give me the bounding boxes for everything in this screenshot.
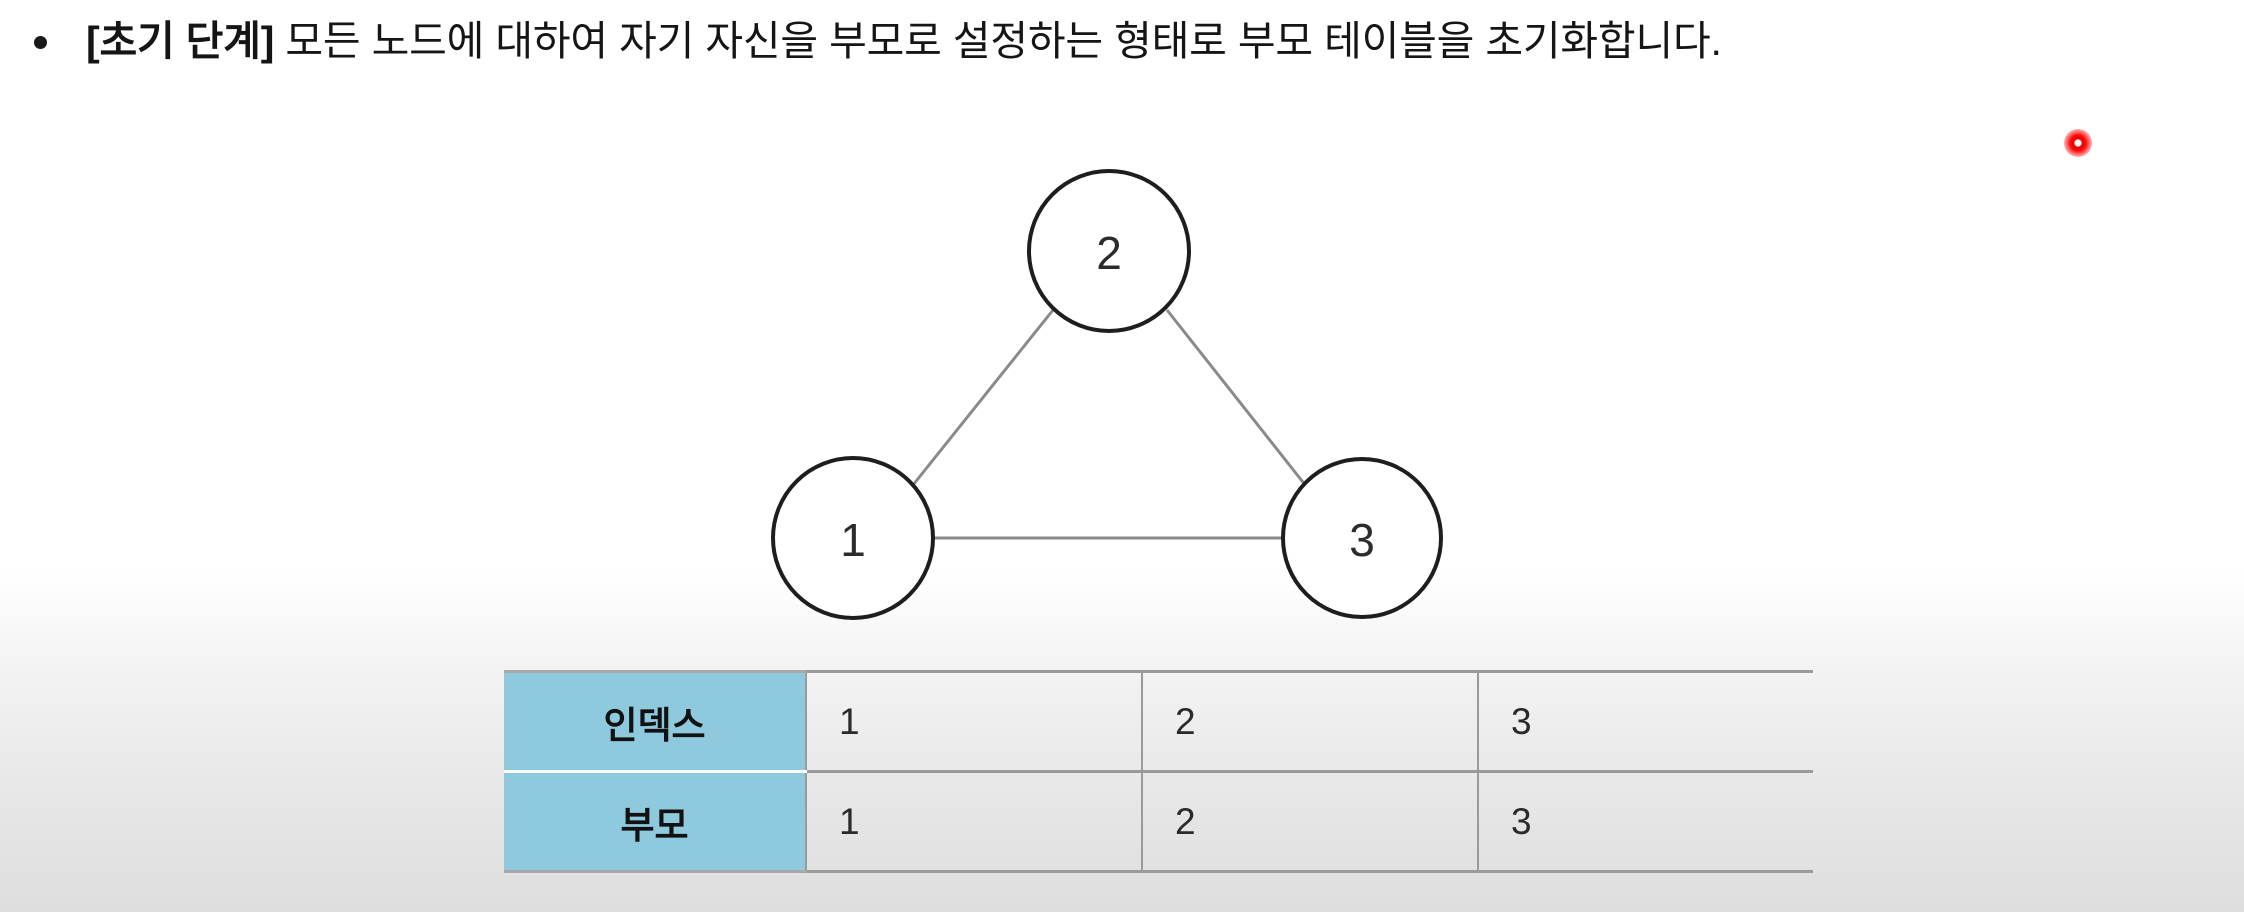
laser-pointer-icon — [2064, 129, 2092, 157]
table-cell-parent-3: 3 — [1477, 770, 1813, 873]
bullet-body-text: 모든 노드에 대하여 자기 자신을 부모로 설정하는 형태로 부모 테이블을 초… — [274, 18, 1722, 64]
table-row: 부모 1 2 3 — [504, 770, 1813, 873]
graph-node-2-label: 2 — [1096, 227, 1122, 279]
graph-node-3[interactable] — [1281, 457, 1443, 619]
parent-table: 인덱스 1 2 3 부모 1 2 3 — [504, 670, 1813, 873]
table-rowheader-parent: 부모 — [504, 770, 806, 873]
graph-edge-1-2 — [911, 309, 1055, 486]
graph-node-1-label: 1 — [840, 514, 866, 566]
bullet-line: [초기 단계] 모든 노드에 대하여 자기 자신을 부모로 설정하는 형태로 부… — [34, 10, 2154, 72]
table-cell-parent-2: 2 — [1141, 770, 1478, 873]
table-cell-parent-1: 1 — [805, 770, 1142, 873]
table-cell-index-1: 1 — [805, 670, 1142, 772]
graph-edge-2-3 — [1165, 309, 1308, 487]
bullet-emphasis-text: [초기 단계] — [86, 18, 275, 64]
bullet-point-icon — [34, 36, 47, 49]
graph-node-1[interactable] — [771, 456, 935, 620]
slide-body-text: [초기 단계] 모든 노드에 대하여 자기 자신을 부모로 설정하는 형태로 부… — [86, 10, 1722, 72]
table-rowheader-index: 인덱스 — [504, 670, 806, 773]
graph-node-3-label: 3 — [1349, 514, 1375, 566]
table-cell-index-2: 2 — [1141, 670, 1478, 772]
graph-node-2[interactable] — [1027, 169, 1191, 333]
table-cell-index-3: 3 — [1477, 670, 1813, 772]
table-row: 인덱스 1 2 3 — [504, 670, 1813, 773]
